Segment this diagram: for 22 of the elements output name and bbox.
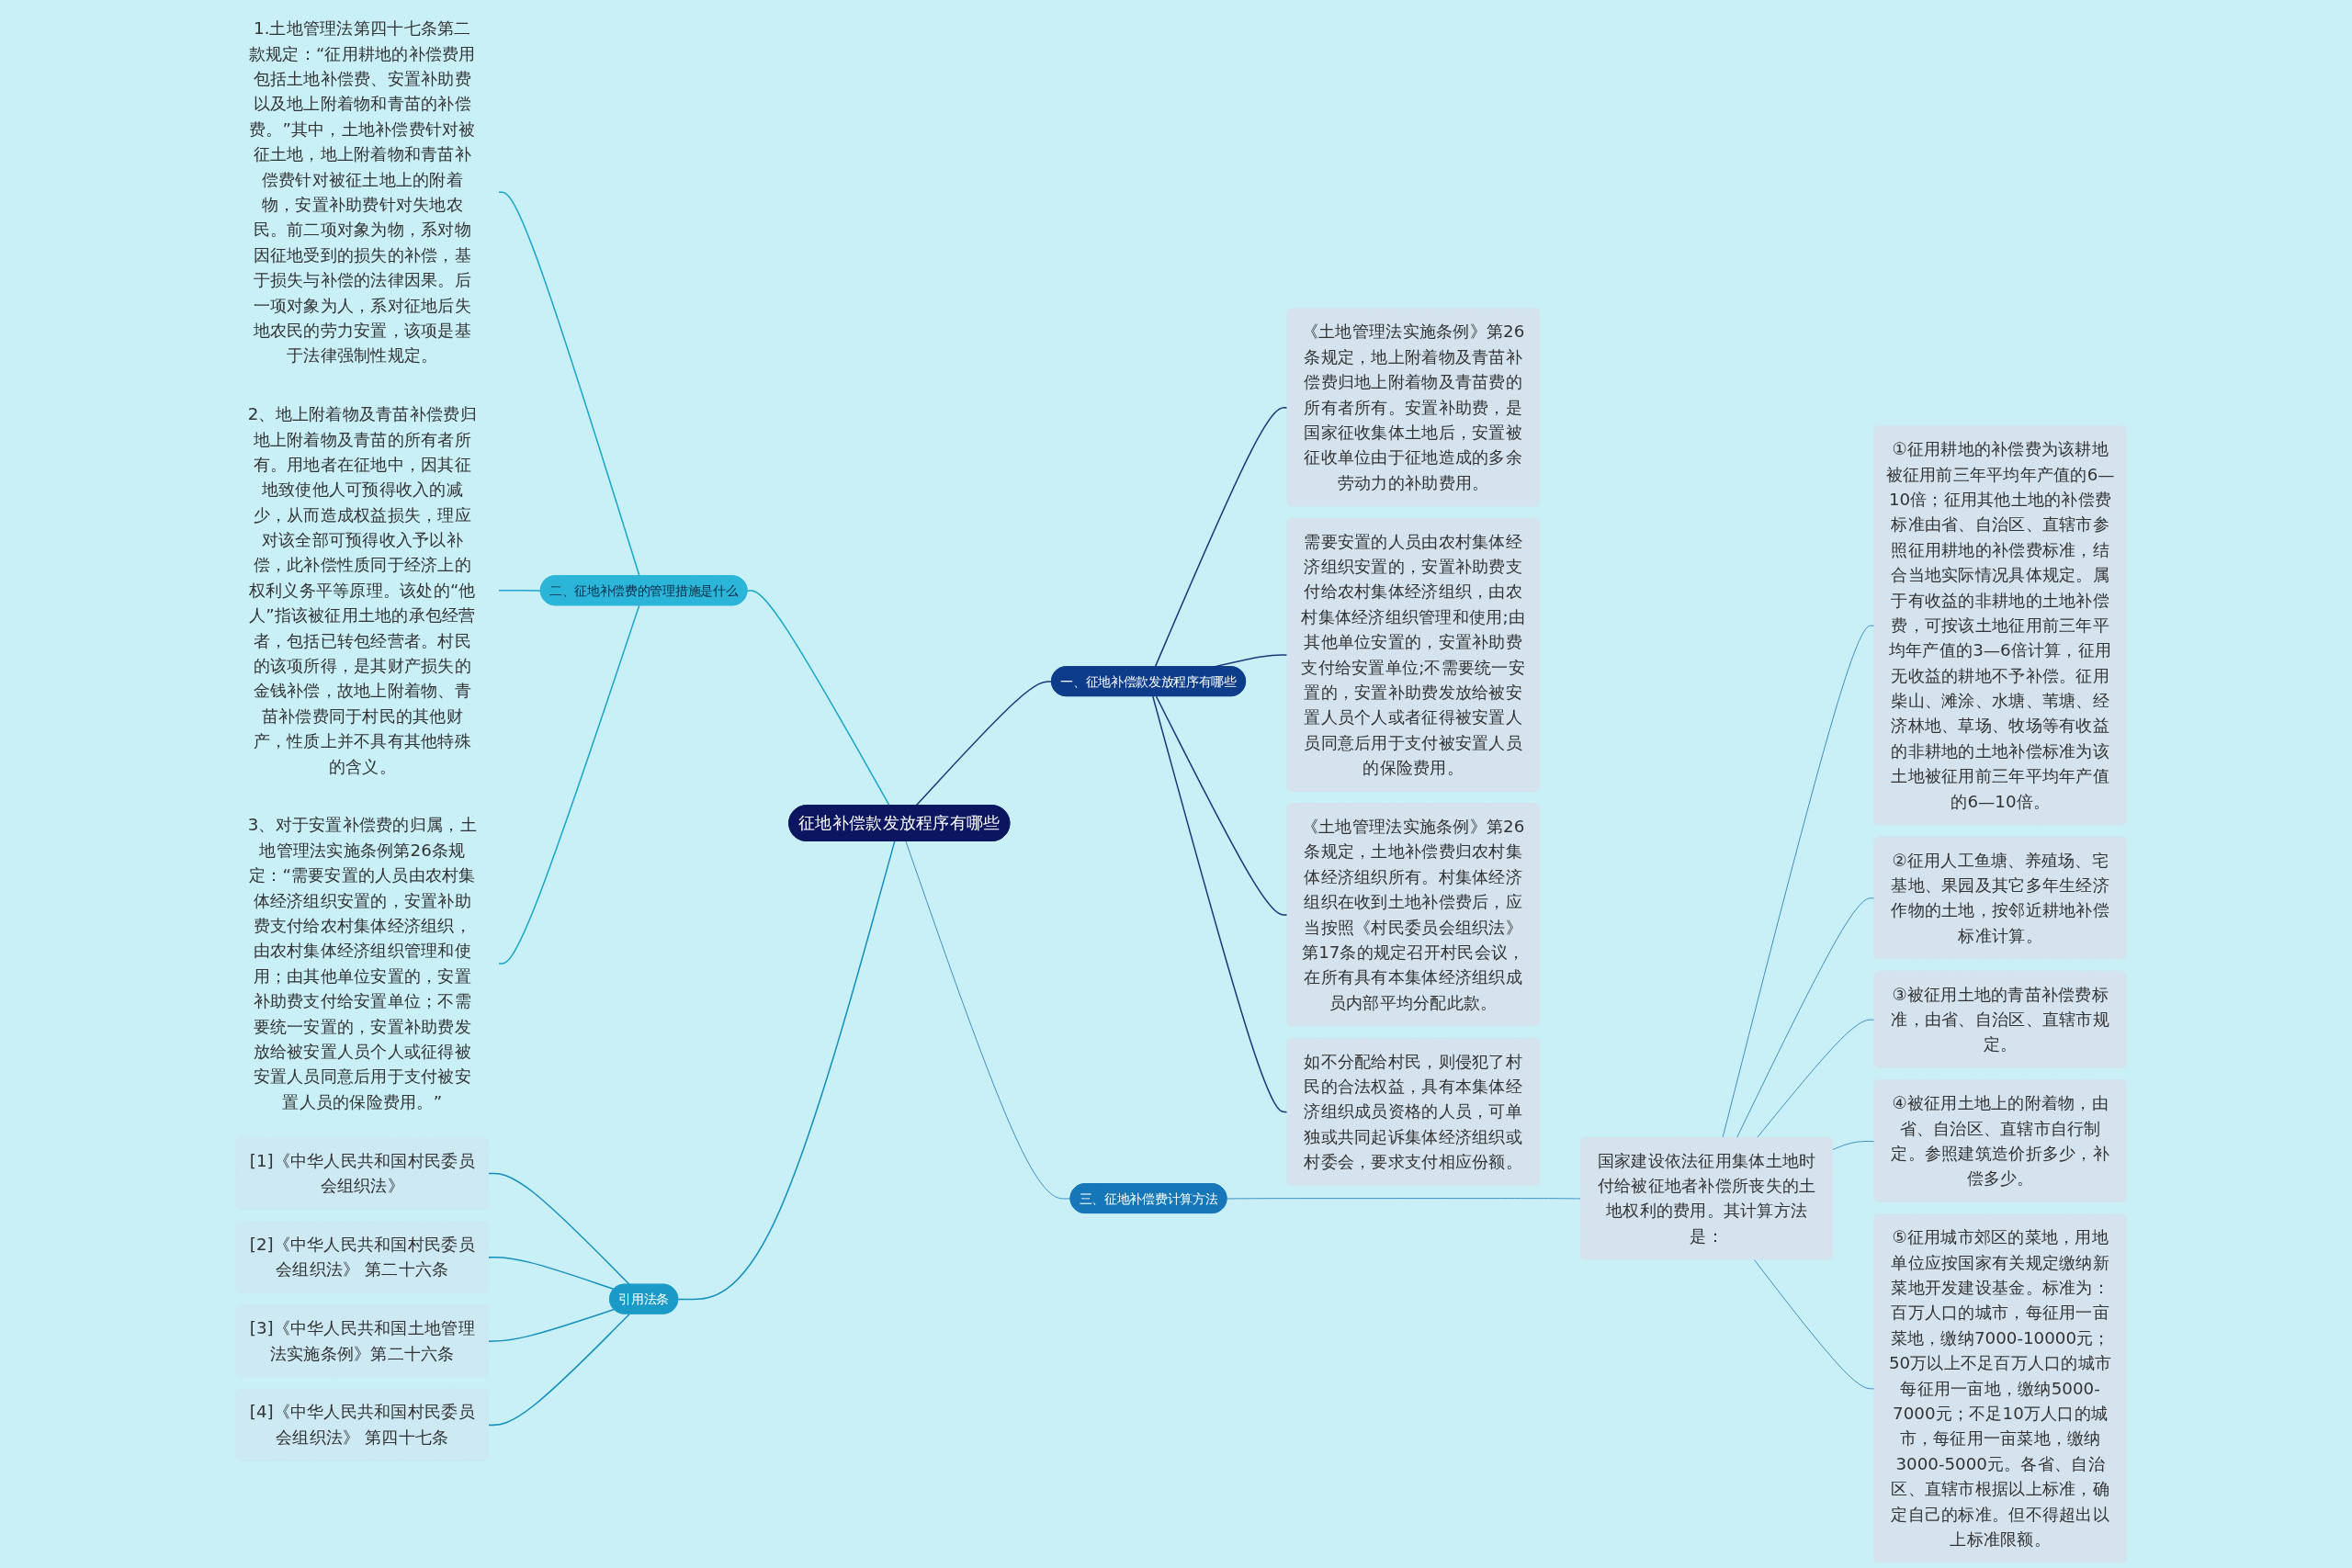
connector [1832,1141,1875,1150]
connector [746,590,890,807]
connector [905,840,1071,1200]
connector [487,1172,630,1286]
connector [497,590,542,592]
connector [1753,1258,1875,1390]
connector [1227,1198,1582,1200]
node-text: 3、对于安置补偿费的归属，土地管理法实施条例第26条规定：“需要安置的人员由农村集体经济组织安置的，安置补助费支付给农村集体经济组织，由农村集体经济组织管理和使用；由其他单位安置的，安置补助费支付给安置单位；不需要统一安置的，安置补助费发放给被安置人员个人或征得被安置人员同意后用于支付被安置人员的保险费用。” [247,815,477,1112]
connector [1152,695,1289,1113]
connector [1722,625,1875,1139]
connector [1154,407,1289,668]
connector [487,1313,630,1427]
connector [497,191,640,577]
connector [677,840,896,1301]
node-text: 1.土地管理法第四十七条第二款规定：“征用耕地的补偿费用包括土地补偿费、安置补助费以及地上附着物和青苗的补偿费。”其中，土地补偿费针对被征土地，地上附着物和青苗补偿费针对被征土地上的附着物，安置补助费针对失地农民。前二项对象为物，系对物因征地受到的损失的补偿，基于损失与补偿的法律因果。后一项对象为人，系对征地后失地农民的劳力安置，该项是基于法律强制性规定。 [248,18,476,366]
connector [1736,897,1875,1139]
node-text: 2、地上附着物及青苗补偿费归地上附着物及青苗的所有者所有。用地者在征地中，因其征地致使他人可预得收入的减少，从而造成权益损失，理应对该全部可预得收入予以补偿，此补偿性质同于经济上的权利义务平等原理。该处的“他人”指该被征用土地的承包经营者，包括已转包经营者。村民的该项所得，是其财产损失的金钱补偿，故地上附着物、青苗补偿费同于村民的其他财产，性质上并不具有其他特殊的含义。 [247,404,477,777]
connector [487,1308,616,1342]
connector [497,604,640,964]
connector [915,681,1053,807]
connector [1155,695,1289,916]
connector [1756,1019,1875,1139]
